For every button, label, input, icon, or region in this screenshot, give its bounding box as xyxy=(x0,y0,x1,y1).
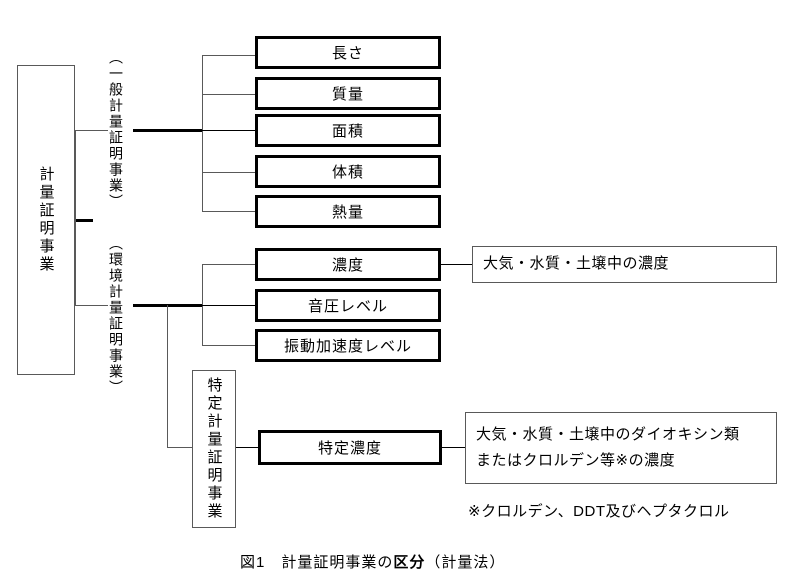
item-box-specified-concentration: 特定濃度 xyxy=(258,430,442,465)
connector-general-leader-5 xyxy=(202,211,256,212)
detail-box-specified: 大気・水質・土壌中のダイオキシン類 またはクロルデン等※の濃度 xyxy=(465,412,777,484)
item-box-concentration: 濃度 xyxy=(255,248,441,281)
footnote: ※クロルデン、DDT及びヘプタクロル xyxy=(468,503,730,520)
detail-box-specified-line-2: またはクロルデン等※の濃度 xyxy=(476,452,676,469)
item-box-length-label: 長さ xyxy=(331,45,364,62)
item-box-length: 長さ xyxy=(255,36,441,69)
connector-root-riser xyxy=(75,130,76,305)
figure-caption: 図1 計量証明事業の区分（計量法） xyxy=(240,551,505,572)
detail-box-specified-line-1: 大気・水質・土壌中のダイオキシン類 xyxy=(476,425,740,443)
connector-concentration-to-detail xyxy=(441,264,473,265)
item-box-volume-label: 体積 xyxy=(331,164,364,181)
connector-general-leader-2 xyxy=(202,94,256,95)
specified-branch-box: 特定計量証明事業 xyxy=(192,370,236,528)
item-box-concentration-label: 濃度 xyxy=(331,257,364,274)
connector-general-trunk xyxy=(133,129,203,132)
connector-environment-to-specified-leader xyxy=(167,447,193,448)
connector-specified-to-item xyxy=(236,447,258,448)
connector-environment-to-specified-riser xyxy=(167,305,168,448)
connector-general-leader-3 xyxy=(202,130,256,131)
connector-specified-to-detail xyxy=(442,447,466,448)
connector-environment-trunk xyxy=(133,304,203,307)
root-box-label: 計量証明事業 xyxy=(37,166,55,274)
root-box: 計量証明事業 xyxy=(17,65,75,375)
branch-label-general-text: （一般計量証明事業） xyxy=(108,50,124,210)
connector-environment-leader-2 xyxy=(202,305,256,306)
item-box-heat-label: 熱量 xyxy=(331,204,364,221)
figure-caption-prefix: 図1 計量証明事業の xyxy=(240,554,394,571)
branch-label-environment-text: （環境計量証明事業） xyxy=(108,235,124,396)
item-box-area: 面積 xyxy=(255,114,441,147)
item-box-vibration-acceleration: 振動加速度レベル xyxy=(255,329,441,362)
connector-root-to-environment xyxy=(75,305,108,306)
connector-root-to-general xyxy=(75,130,108,131)
item-box-mass: 質量 xyxy=(255,77,441,110)
connector-general-riser xyxy=(202,55,203,212)
connector-environment-leader-1 xyxy=(202,264,256,265)
item-box-area-label: 面積 xyxy=(331,123,364,140)
item-box-vibration-acceleration-label: 振動加速度レベル xyxy=(283,338,412,355)
item-box-sound-pressure-label: 音圧レベル xyxy=(307,298,388,315)
branch-label-general: （一般計量証明事業） xyxy=(103,30,129,230)
connector-environment-riser xyxy=(202,264,203,345)
connector-general-leader-4 xyxy=(202,172,256,173)
figure-caption-suffix: （計量法） xyxy=(425,554,506,571)
detail-box-concentration-line-1: 大気・水質・土壌中の濃度 xyxy=(483,255,670,273)
connector-root-stub xyxy=(75,219,93,222)
item-box-specified-concentration-label: 特定濃度 xyxy=(317,440,382,457)
detail-box-concentration: 大気・水質・土壌中の濃度 xyxy=(472,246,777,283)
item-box-sound-pressure: 音圧レベル xyxy=(255,289,441,322)
specified-branch-box-label: 特定計量証明事業 xyxy=(205,377,223,521)
item-box-volume: 体積 xyxy=(255,155,441,188)
connector-environment-leader-3 xyxy=(202,345,256,346)
figure-caption-emphasis: 区分 xyxy=(393,554,426,571)
branch-label-environment: （環境計量証明事業） xyxy=(103,228,129,403)
connector-general-leader-1 xyxy=(202,55,256,56)
item-box-heat: 熱量 xyxy=(255,195,441,228)
item-box-mass-label: 質量 xyxy=(331,86,364,103)
